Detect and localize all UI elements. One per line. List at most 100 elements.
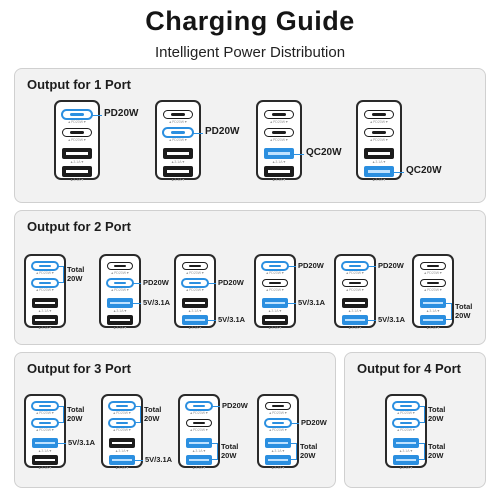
- usb-a-port: [163, 166, 193, 177]
- port-output-label: Total: [67, 265, 85, 275]
- port-marking-pd: ▲PD20W▼: [110, 270, 130, 275]
- port-output-label: QC20W: [306, 147, 342, 158]
- usb-c-port: [420, 279, 446, 287]
- port-output-label: 5V/3.1A: [145, 454, 173, 464]
- port-marking-pd: ▲PD20W▼: [35, 410, 55, 415]
- port-marking-a: ▲3.1A▼: [69, 159, 85, 164]
- port-output-label: Total: [455, 302, 473, 312]
- callout-line: [92, 114, 102, 116]
- usb-a-port: [393, 455, 419, 465]
- port-output-label: 20W: [455, 311, 471, 320]
- port-marking-a: ▲3.1A▼: [425, 308, 441, 313]
- port-output-label: 20W: [428, 451, 444, 460]
- port-marking-a: ▲3.1A▼: [347, 308, 363, 313]
- usb-c-port: [62, 110, 92, 119]
- port-marking-a: ▲3.1A▼: [270, 448, 286, 453]
- usb-c-port: [186, 402, 212, 410]
- usb-a-port: [264, 148, 294, 159]
- port-marking-a: ▲3.1A▼: [187, 325, 203, 330]
- usb-a-port: [186, 455, 212, 465]
- usb-c-port: [364, 110, 394, 119]
- usb-a-port: [62, 166, 92, 177]
- port-marking-a: ▲3.1A▼: [271, 177, 287, 182]
- usb-a-port: [32, 315, 58, 325]
- port-output-label: PD20W: [378, 260, 404, 270]
- usb-a-port: [265, 455, 291, 465]
- usb-a-port: [342, 315, 368, 325]
- port-output-label: 20W: [144, 414, 160, 423]
- callout-line: [208, 283, 216, 284]
- port-marking-pd: ▲PD20W▼: [168, 137, 188, 142]
- port-marking-pd: ▲PD20W▼: [35, 427, 55, 432]
- port-marking-pd: ▲PD20W▼: [189, 410, 209, 415]
- usb-c-port: [264, 128, 294, 137]
- port-output-label: 20W: [67, 414, 83, 423]
- callout-line: [288, 266, 296, 267]
- usb-a-port: [107, 315, 133, 325]
- usb-c-port: [393, 419, 419, 427]
- usb-a-port: [109, 455, 135, 465]
- callout-line: [368, 266, 376, 267]
- usb-c-port: [32, 279, 58, 287]
- port-marking-pd: ▲PD20W▼: [345, 270, 365, 275]
- usb-c-port: [62, 128, 92, 137]
- usb-c-port: [420, 262, 446, 270]
- port-output-label: Total: [144, 405, 162, 415]
- port-marking-a: ▲3.1A▼: [398, 465, 414, 470]
- usb-c-port: [32, 402, 58, 410]
- port-output-label: 5V/3.1A: [298, 297, 326, 307]
- port-marking-a: ▲3.1A▼: [347, 325, 363, 330]
- usb-a-port: [32, 455, 58, 465]
- port-marking-a: ▲3.1A▼: [69, 177, 85, 182]
- total-bracket: [419, 406, 425, 423]
- port-marking-a: ▲3.1A▼: [267, 308, 283, 313]
- callout-line: [133, 303, 141, 304]
- port-output-label: PD20W: [104, 108, 139, 119]
- port-output-label: PD20W: [205, 126, 240, 137]
- port-marking-a: ▲3.1A▼: [191, 465, 207, 470]
- port-marking-pd: ▲PD20W▼: [35, 270, 55, 275]
- port-marking-a: ▲3.1A▼: [37, 448, 53, 453]
- callout-line: [294, 153, 304, 155]
- port-marking-a: ▲3.1A▼: [371, 177, 387, 182]
- port-marking-pd: ▲PD20W▼: [345, 287, 365, 292]
- callout-line: [133, 283, 141, 284]
- port-output-label: 20W: [428, 414, 444, 423]
- usb-c-port: [186, 419, 212, 427]
- port-output-label: Total: [67, 405, 85, 415]
- usb-c-port: [265, 402, 291, 410]
- port-output-label: PD20W: [301, 417, 327, 427]
- port-marking-a: ▲3.1A▼: [191, 448, 207, 453]
- port-output-label: 20W: [221, 451, 237, 460]
- total-bracket: [212, 443, 218, 460]
- usb-a-port: [364, 166, 394, 177]
- usb-a-port: [342, 298, 368, 308]
- callout-line: [368, 320, 376, 321]
- port-output-label: Total: [221, 442, 239, 452]
- usb-c-port: [393, 402, 419, 410]
- port-marking-a: ▲3.1A▼: [37, 325, 53, 330]
- port-marking-pd: ▲PD20W▼: [67, 137, 87, 142]
- callout-line: [208, 320, 216, 321]
- port-marking-a: ▲3.1A▼: [398, 448, 414, 453]
- port-marking-pd: ▲PD20W▼: [396, 427, 416, 432]
- port-output-label: Total: [428, 405, 446, 415]
- port-output-label: PD20W: [298, 260, 324, 270]
- usb-a-port: [420, 315, 446, 325]
- port-marking-pd: ▲PD20W▼: [35, 287, 55, 292]
- port-marking-pd: ▲PD20W▼: [423, 287, 443, 292]
- usb-a-port: [32, 438, 58, 448]
- usb-a-port: [265, 438, 291, 448]
- port-marking-pd: ▲PD20W▼: [268, 427, 288, 432]
- panel-title: Output for 4 Port: [357, 361, 461, 376]
- port-marking-pd: ▲PD20W▼: [67, 119, 87, 124]
- usb-c-port: [262, 262, 288, 270]
- port-output-label: PD20W: [218, 277, 244, 287]
- total-bracket: [291, 443, 297, 460]
- page-title: Charging Guide: [145, 6, 355, 36]
- usb-c-port: [262, 279, 288, 287]
- usb-c-port: [107, 279, 133, 287]
- port-output-label: PD20W: [143, 277, 169, 287]
- total-bracket: [58, 266, 64, 283]
- port-marking-a: ▲3.1A▼: [267, 325, 283, 330]
